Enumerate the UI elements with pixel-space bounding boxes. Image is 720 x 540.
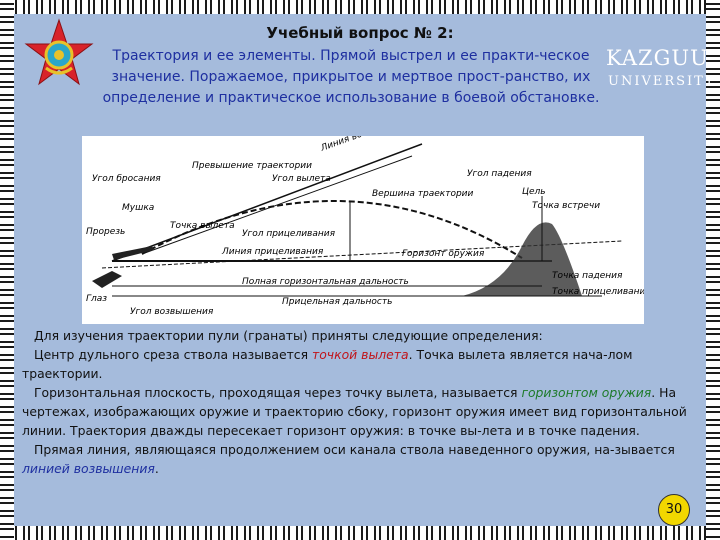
- rifle-barrel-icon: [112, 246, 154, 260]
- label-departure-angle: Угол вылета: [272, 174, 331, 184]
- label-vertex: Вершина траектории: [372, 189, 474, 199]
- label-fall-point: Точка падения: [552, 271, 623, 281]
- logo-main-text: KAZGUU: [606, 46, 709, 70]
- label-aim-angle: Угол прицеливания: [242, 229, 336, 239]
- emblem-star-icon: [24, 18, 94, 86]
- slide-subtitle: Траектория и ее элементы. Прямой выстрел…: [102, 48, 600, 106]
- ornamental-border-left: [0, 0, 14, 540]
- label-departure-point: Точка вылета: [170, 221, 235, 231]
- label-target: Цель: [522, 187, 546, 197]
- slide-title: Учебный вопрос № 2:: [266, 24, 454, 42]
- paragraph-1: Для изучения траектории пули (гранаты) п…: [34, 328, 543, 343]
- slide-body: Учебный вопрос № 2: Траектория и ее элем…: [14, 14, 713, 526]
- eye-icon: [92, 271, 122, 288]
- label-max-range: Полная горизонтальная дальность: [242, 277, 409, 287]
- body-text: Для изучения траектории пули (гранаты) п…: [22, 326, 704, 478]
- university-logo: KAZGUU UNIVERSITY: [606, 46, 713, 98]
- label-sight-line: Линия прицеливания: [221, 247, 324, 257]
- trajectory-diagram: Превышение траектории Угол бросания Угол…: [82, 113, 651, 324]
- label-muzzle: Мушка: [122, 203, 154, 213]
- terrain-hill: [462, 222, 582, 296]
- paragraph-3: Горизонтальная плоскость, проходящая чер…: [22, 385, 687, 438]
- label-aim-point: Точка прицеливания: [552, 287, 644, 297]
- label-meeting-point: Точка встречи: [532, 201, 600, 211]
- label-excess-trajectory: Превышение траектории: [192, 161, 312, 171]
- label-elevation-angle: Угол возвышения: [130, 307, 214, 317]
- logo-sub-text: UNIVERSITY: [608, 74, 716, 89]
- term-elevation-line: линией возвышения: [22, 461, 155, 476]
- paragraph-2: Центр дульного среза ствола называется т…: [22, 347, 633, 381]
- trajectory-curve: [141, 200, 523, 259]
- term-weapon-horizon: горизонтом оружия: [521, 385, 652, 400]
- label-line-elevation: Линия возвышения: [319, 136, 410, 154]
- ornamental-border-right: [706, 0, 720, 540]
- paragraph-4: Прямая линия, являющаяся продолжением ос…: [22, 442, 675, 476]
- label-slot: Прорезь: [86, 227, 125, 237]
- page-number-badge: 30: [658, 494, 690, 526]
- elevation-line: [111, 143, 423, 262]
- label-weapon-horizon: Горизонт оружия: [402, 249, 485, 259]
- label-aim-range: Прицельная дальность: [282, 297, 392, 307]
- label-throw-angle: Угол бросания: [92, 174, 161, 184]
- label-eye: Глаз: [86, 294, 107, 304]
- label-fall-angle: Угол падения: [467, 169, 532, 179]
- term-departure-point: точкой вылета: [312, 347, 409, 362]
